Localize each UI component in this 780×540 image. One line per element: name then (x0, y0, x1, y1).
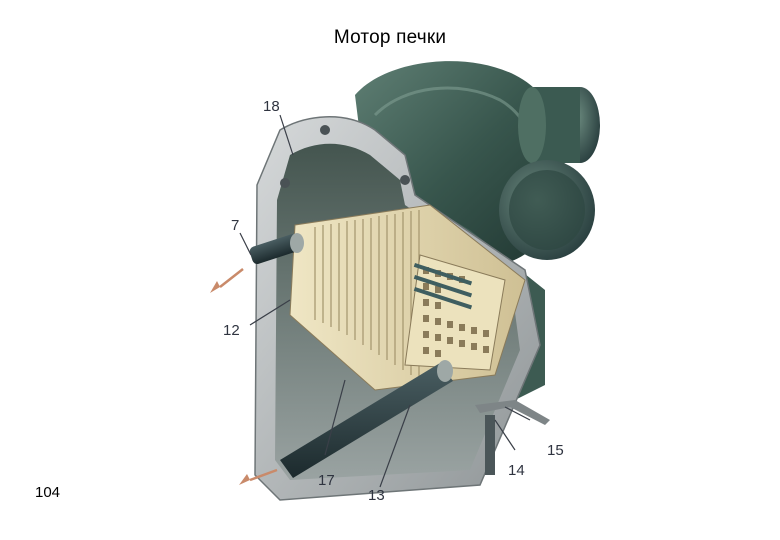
callout-7: 7 (231, 217, 239, 234)
drain-bracket (475, 400, 550, 475)
callout-14: 14 (508, 462, 525, 479)
upper-pipe (210, 233, 304, 293)
callout-18: 18 (263, 98, 280, 115)
callout-15: 15 (547, 442, 564, 459)
fan-housing (355, 61, 600, 266)
callout-12: 12 (223, 322, 240, 339)
lower-pipe (239, 360, 453, 485)
page-number: 104 (35, 484, 61, 501)
callout-13: 13 (368, 487, 385, 504)
slide-title: Мотор печки (333, 27, 447, 48)
callout-17: 17 (318, 472, 335, 489)
heater-core (289, 204, 526, 391)
heater-motor-cutaway-diagram: 18 7 12 17 13 14 15 (205, 55, 605, 505)
